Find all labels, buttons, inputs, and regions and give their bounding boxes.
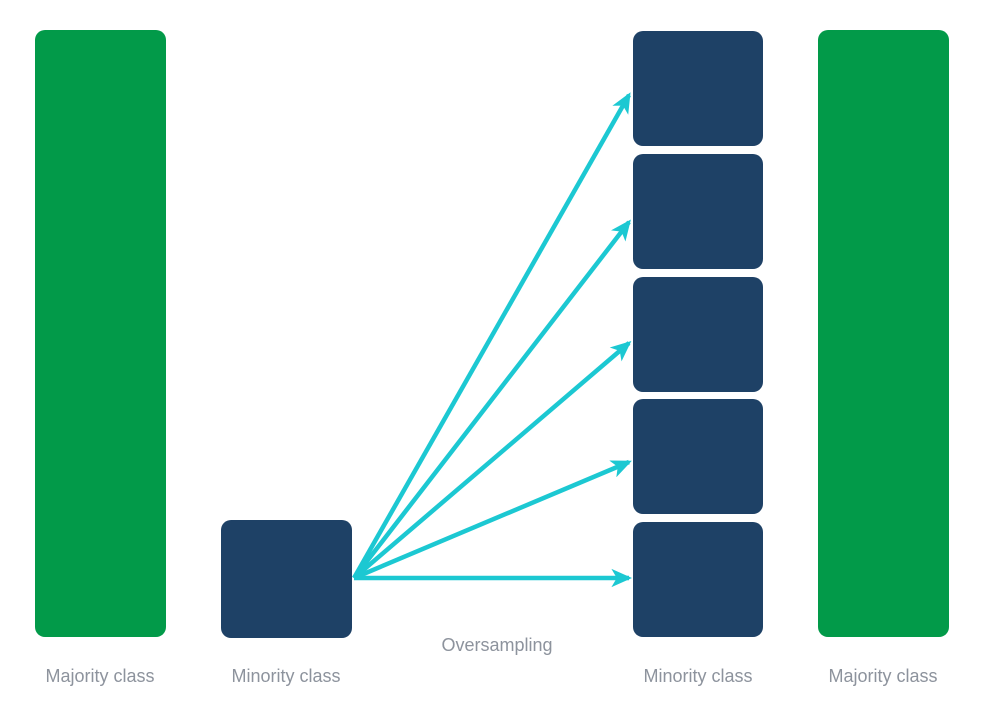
duplication-arrow (353, 459, 632, 581)
minority-class-sample-copy (633, 399, 763, 515)
minority-class-sample-copy (633, 276, 763, 392)
minority-class-label-result: Minority class (643, 666, 753, 686)
minority-class-sample-copy (633, 31, 763, 146)
duplication-arrow (352, 219, 631, 580)
majority-class-label-left: Majority class (45, 666, 155, 686)
oversampling-label: Oversampling (441, 635, 553, 655)
duplication-arrow (352, 340, 632, 580)
minority-class-sample-source (221, 520, 352, 638)
minority-class-label-source: Minority class (231, 666, 341, 686)
minority-class-stack (633, 31, 763, 637)
majority-class-bar-right (818, 30, 949, 637)
minority-class-sample-copy (633, 153, 763, 269)
minority-class-sample-copy (633, 522, 763, 637)
majority-class-bar-left (35, 30, 166, 637)
majority-class-label-right: Majority class (828, 666, 938, 686)
duplication-arrow (352, 92, 631, 580)
